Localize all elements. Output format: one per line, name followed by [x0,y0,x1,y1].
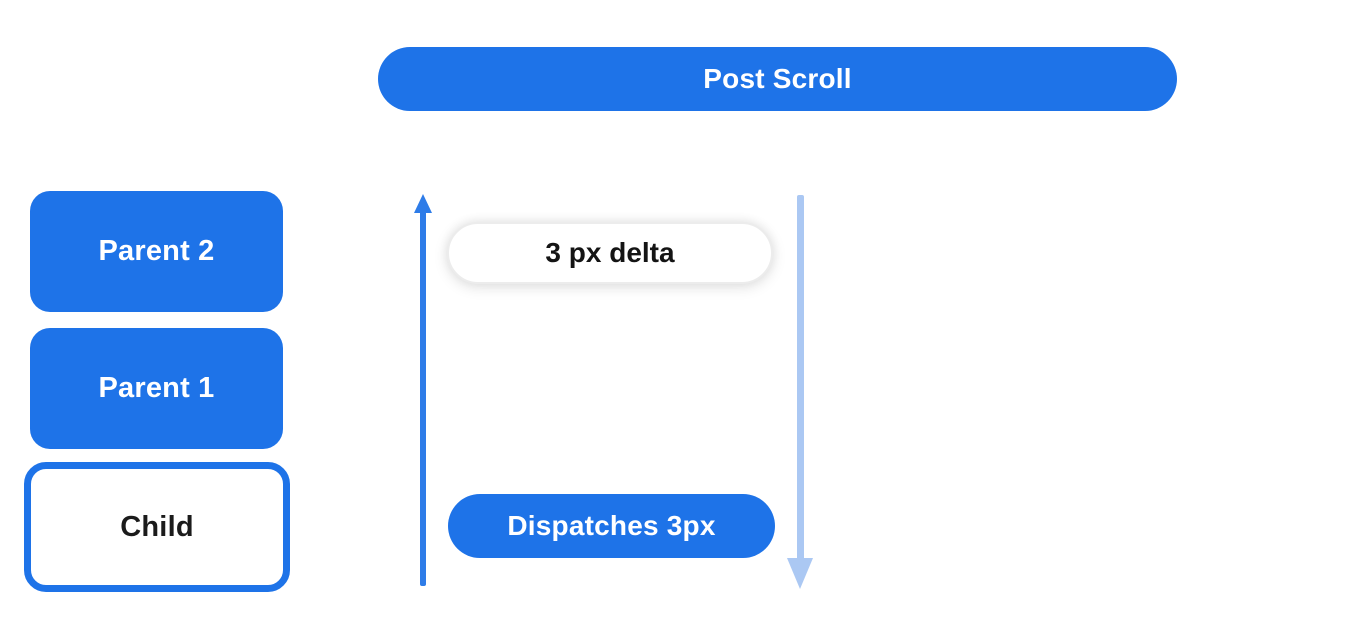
up-arrow-head-icon [414,194,432,213]
post-scroll-pill: Post Scroll [378,47,1177,111]
node-child-label: Child [120,510,194,543]
node-parent-2-label: Parent 2 [98,235,215,267]
node-parent-2: Parent 2 [30,191,283,312]
dispatches-pill-label: Dispatches 3px [507,510,716,541]
dispatches-pill: Dispatches 3px [448,494,775,558]
delta-pill-label: 3 px delta [545,237,675,268]
down-arrow-head-icon [787,558,813,589]
post-scroll-label: Post Scroll [703,63,852,94]
node-parent-1: Parent 1 [30,328,283,449]
node-parent-1-label: Parent 1 [98,372,215,404]
down-arrow-icon [797,195,804,560]
node-child: Child [24,462,290,592]
delta-pill: 3 px delta [447,222,773,284]
up-arrow-icon [420,209,426,586]
